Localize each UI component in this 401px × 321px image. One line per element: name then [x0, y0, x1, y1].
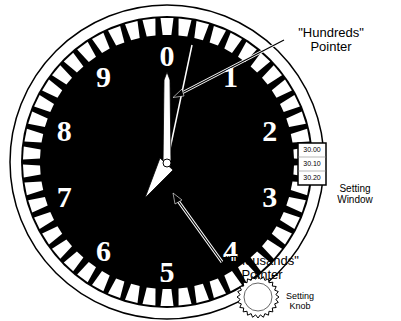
tick-mark	[125, 284, 140, 303]
tick-mark	[224, 271, 242, 291]
pointer-hub	[163, 159, 171, 167]
tick-mark	[179, 19, 192, 37]
tick-mark	[28, 111, 48, 127]
tick-mark	[286, 197, 306, 213]
dial-numeral: 1	[223, 59, 238, 92]
dial-face	[21, 16, 313, 308]
window-divider	[298, 171, 326, 172]
tick-mark	[280, 95, 300, 112]
dial-numeral: 0	[160, 39, 175, 72]
tick-mark	[77, 262, 96, 282]
knob-rim	[244, 283, 272, 311]
tick-mark	[64, 53, 84, 73]
leader-halo	[176, 198, 222, 262]
leader-line	[178, 40, 284, 95]
tick-mark	[194, 284, 209, 303]
window-callout: Setting Window	[329, 183, 381, 205]
knob-gear	[237, 276, 279, 318]
tick-mark	[34, 212, 54, 229]
hundreds-pointer	[163, 72, 171, 163]
tick-mark	[161, 18, 174, 35]
dial-numeral: 2	[262, 113, 277, 146]
baro-setting: 30.20	[303, 174, 321, 182]
tick-mark	[210, 26, 226, 46]
leader-arrowhead	[173, 89, 184, 98]
setting-knob	[237, 276, 279, 318]
tick-mark	[23, 147, 41, 160]
leader-halo	[178, 40, 284, 95]
tick-mark	[291, 129, 310, 143]
leader-lines	[173, 40, 284, 262]
tick-mark	[34, 95, 54, 112]
knob-callout: Setting Knob	[279, 292, 321, 312]
dial-numeral: 7	[57, 180, 72, 213]
tick-mark	[286, 111, 306, 127]
tick-mark	[42, 79, 62, 97]
window-divider	[298, 157, 326, 158]
tick-mark	[23, 165, 41, 178]
pointer-callout: "Hundreds" Pointer	[281, 26, 381, 55]
tick-mark	[272, 79, 292, 97]
pointer-callout: "Thousands" Pointer	[216, 254, 308, 283]
dial-numeral: 9	[96, 59, 111, 92]
dial-numeral: 6	[96, 234, 111, 267]
tick-mark	[143, 287, 156, 305]
tick-mark	[143, 19, 156, 37]
tick-mark	[108, 278, 124, 298]
tick-mark	[52, 65, 72, 84]
setting-window	[298, 143, 326, 185]
tick-mark	[272, 226, 292, 244]
tick-mark	[224, 33, 242, 53]
tick-ring	[23, 18, 311, 306]
window-frame	[298, 143, 326, 185]
tick-mark	[77, 42, 96, 62]
tick-mark	[161, 289, 174, 306]
tick-mark	[280, 212, 300, 229]
tick-mark	[262, 65, 282, 84]
tick-mark	[92, 271, 110, 291]
tick-mark	[108, 26, 124, 46]
tick-mark	[42, 226, 62, 244]
dial-numeral: 5	[160, 255, 175, 288]
baro-setting: 30.00	[303, 146, 321, 154]
tick-mark	[210, 278, 226, 298]
tick-mark	[179, 287, 192, 305]
baro-setting: 30.10	[303, 160, 321, 168]
tick-mark	[64, 252, 84, 272]
tick-mark	[92, 33, 110, 53]
leader-arrowhead	[173, 193, 182, 204]
tick-mark	[52, 240, 72, 259]
tick-mark	[125, 21, 140, 40]
tick-mark	[25, 129, 44, 143]
tick-mark	[194, 21, 209, 40]
dial-numeral: 3	[262, 180, 277, 213]
leader-line	[176, 198, 222, 262]
outer-case	[10, 5, 324, 319]
dial-numeral: 8	[57, 113, 72, 146]
tick-mark	[28, 197, 48, 213]
tick-mark	[25, 181, 44, 195]
thousands-pointer	[145, 158, 173, 198]
